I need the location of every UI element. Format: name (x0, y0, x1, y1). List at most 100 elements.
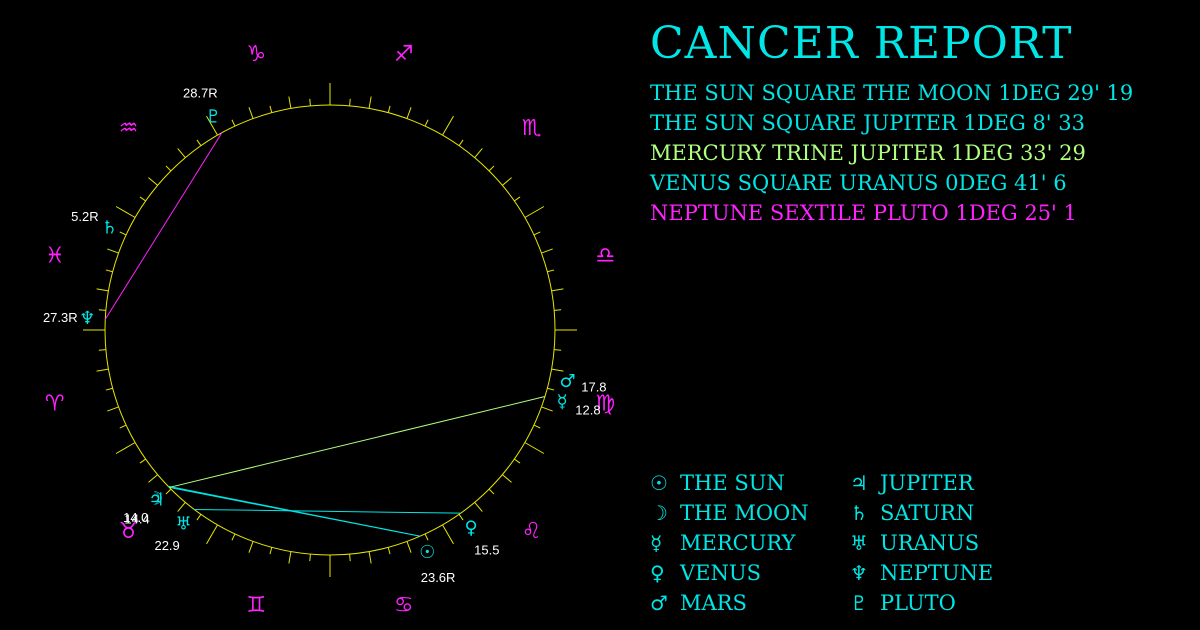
degree-tick (98, 309, 106, 311)
legend-item-mercury: ☿MERCURY (650, 528, 809, 558)
aquarius-sign-icon: ♒ (119, 116, 139, 141)
aspect-item: THE SUN SQUARE THE MOON 1DEG 29' 19 (650, 81, 1134, 105)
degree-tick (547, 269, 555, 273)
aspect-list: THE SUN SQUARE THE MOON 1DEG 29' 19 THE … (650, 78, 1133, 228)
moon-icon: ☽ (650, 501, 668, 525)
degree-tick (98, 349, 106, 351)
mercury-jupiter-aspect-line (169, 396, 546, 488)
legend-label: JUPITER (880, 471, 974, 495)
degree-tick (269, 105, 273, 113)
degree-tick (554, 309, 562, 311)
degree-tick (502, 177, 512, 186)
moon-degree-label: 14.0 (123, 510, 148, 525)
degree-tick (96, 368, 109, 372)
sun-icon: ☉ (650, 471, 668, 495)
saturn-degree-label: 5.2R (71, 209, 98, 224)
moon-planet-icon: ☽ (147, 488, 163, 509)
legend-label: PLUTO (880, 591, 956, 615)
degree-tick (387, 547, 391, 555)
degree-tick (541, 406, 553, 412)
degree-tick (139, 458, 146, 464)
degree-tick (533, 231, 541, 236)
degree-ticks (83, 83, 577, 577)
legend-item-sun: ☉ THE SUN (650, 468, 809, 498)
pluto-icon: ♇ (850, 591, 868, 615)
degree-tick (269, 547, 273, 555)
legend-item-neptune: ♆NEPTUNE (850, 558, 993, 588)
legend-item-mars: ♂ MARS (650, 588, 809, 618)
legend-item-venus: ♀ VENUS (650, 558, 809, 588)
saturn-planet-icon: ♄ (101, 218, 117, 239)
degree-tick (474, 148, 483, 158)
venus-uranus-aspect-line (194, 508, 461, 514)
degree-tick (424, 533, 429, 541)
degree-tick (502, 474, 512, 483)
degree-tick (119, 424, 127, 429)
legend-item-uranus: ♅URANUS (850, 528, 993, 558)
degree-tick (488, 165, 495, 172)
degree-tick (105, 387, 113, 391)
jupiter-degree-label: 14.4 (124, 511, 149, 526)
sun-planet-icon: ☉ (419, 542, 435, 563)
degree-tick (474, 502, 483, 512)
legend-label: MARS (680, 591, 747, 615)
degree-tick (177, 502, 186, 512)
degree-tick (196, 139, 202, 146)
legend-item-pluto: ♇ PLUTO (850, 588, 993, 618)
degree-tick (458, 139, 464, 146)
mercury-degree-label: 12.8 (575, 402, 600, 417)
degree-tick (442, 115, 454, 136)
legend-label: THE MOON (680, 501, 809, 525)
aspect-item: NEPTUNE SEXTILE PLUTO 1DEG 25' 1 (650, 201, 1077, 225)
degree-tick (547, 387, 555, 391)
degree-tick (248, 107, 254, 119)
planet-legend-left: ☉ THE SUN ☽ THE MOON ☿MERCURY ♀ VENUS ♂ MARS (650, 468, 809, 618)
zodiac-circle (104, 104, 556, 556)
saturn-icon: ♄ (850, 501, 868, 525)
uranus-planet-icon: ♅ (175, 513, 191, 534)
degree-tick (349, 98, 351, 106)
mars-degree-label: 17.8 (581, 380, 606, 395)
degree-tick (115, 206, 136, 218)
degree-tick (406, 107, 412, 119)
degree-tick (442, 524, 454, 545)
degree-tick (231, 533, 236, 541)
legend-label: THE SUN (680, 471, 785, 495)
mercury-planet-icon: ☿ (557, 391, 568, 412)
page-title: CANCER REPORT (650, 18, 1073, 69)
planet-legend-right: ♃ JUPITER ♄SATURN ♅URANUS ♆NEPTUNE ♇ PLUTO (850, 468, 993, 618)
degree-tick (551, 288, 564, 292)
neptune-degree-label: 27.3R (43, 310, 78, 325)
degree-tick (288, 96, 292, 109)
degree-tick (107, 248, 119, 254)
legend-label: VENUS (680, 561, 761, 585)
legend-label: URANUS (880, 531, 980, 555)
aspect-item: MERCURY TRINE JUPITER 1DEG 33' 29 (650, 141, 1086, 165)
degree-tick (248, 541, 254, 553)
degree-tick (206, 524, 218, 545)
mars-planet-icon: ♂ (559, 371, 575, 392)
degree-tick (96, 288, 109, 292)
mars-icon: ♂ (650, 591, 668, 615)
degree-tick (288, 551, 292, 564)
uranus-degree-label: 22.9 (154, 538, 179, 553)
sun-jupiter-aspect-line (169, 486, 421, 537)
legend-label: NEPTUNE (880, 561, 994, 585)
degree-tick (309, 554, 311, 562)
taurus-sign-icon: ♉ (119, 519, 139, 544)
degree-tick (488, 488, 495, 495)
degree-tick (148, 474, 158, 483)
degree-tick (119, 231, 127, 236)
jupiter-icon: ♃ (850, 471, 868, 495)
venus-icon: ♀ (650, 561, 665, 585)
degree-tick (309, 98, 311, 106)
natal-chart-wheel: ♈♉♊♋♌♍♎♏♐♑♒♓ ☉☽☿♀♂♃♄♅♆♇ 23.6R14.012.815.… (43, 42, 615, 618)
degree-tick (148, 177, 158, 186)
degree-tick (514, 196, 521, 202)
degree-tick (524, 442, 545, 454)
legend-item-saturn: ♄SATURN (850, 498, 993, 528)
pluto-degree-label: 28.7R (183, 86, 218, 101)
legend-label: MERCURY (680, 531, 796, 555)
degree-tick (551, 368, 564, 372)
scorpio-sign-icon: ♏ (522, 116, 542, 141)
